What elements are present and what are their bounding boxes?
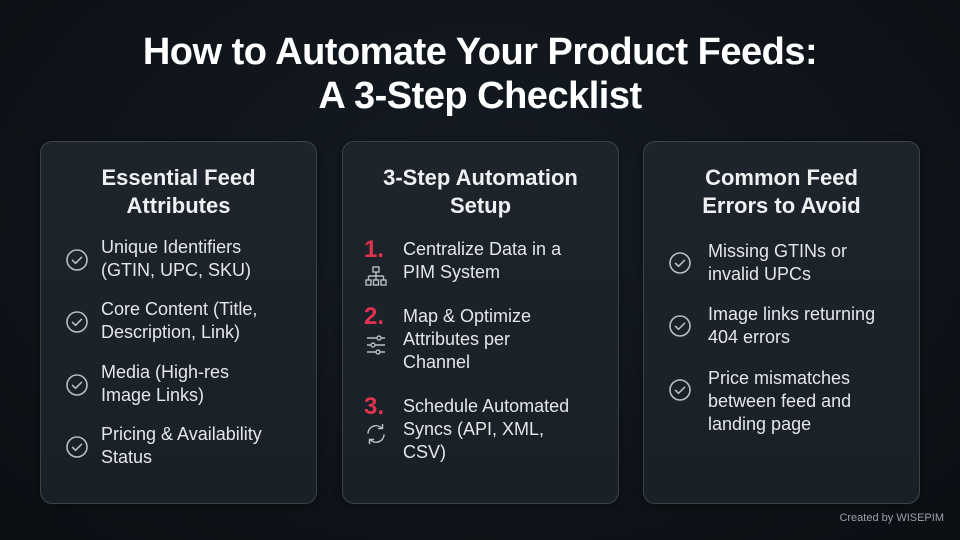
check-circle-icon: [65, 248, 89, 272]
list-item-text: Media (High-res Image Links): [101, 361, 306, 407]
card-automation-setup: 3-Step Automation Setup 1. Centralize Da…: [342, 141, 619, 504]
card-title: Essential Feed Attributes: [41, 164, 316, 220]
card-title-line: Essential Feed: [101, 165, 256, 190]
text-line: Centralize Data in a: [403, 239, 562, 259]
check-circle-icon: [65, 435, 89, 459]
card-title: 3-Step Automation Setup: [343, 164, 618, 220]
text-line: 404 errors: [708, 327, 791, 347]
text-line: between feed and: [708, 391, 852, 411]
card-essential-feed-attributes: Essential Feed Attributes Unique Identif…: [40, 141, 317, 504]
check-circle-icon: [65, 373, 89, 397]
text-line: Price mismatches: [708, 368, 851, 388]
sliders-icon: [364, 333, 388, 357]
text-line: Missing GTINs or: [708, 241, 848, 261]
hierarchy-icon: [364, 265, 388, 289]
step-number: 1.: [364, 236, 385, 263]
text-line: Map & Optimize: [403, 306, 532, 326]
text-line: Channel: [403, 352, 471, 372]
check-circle-icon: [668, 314, 692, 338]
step-text: Map & Optimize Attributes per Channel: [403, 305, 608, 374]
text-line: Image links returning: [708, 304, 876, 324]
card-title-line: Attributes: [126, 193, 231, 218]
step-text: Schedule Automated Syncs (API, XML, CSV): [403, 395, 608, 464]
list-item-text: Price mismatches between feed and landin…: [708, 367, 909, 436]
cards-container: Essential Feed Attributes Unique Identif…: [40, 141, 920, 504]
card-title-line: Errors to Avoid: [702, 193, 861, 218]
step-number: 2.: [364, 303, 385, 330]
text-line: invalid UPCs: [708, 264, 812, 284]
check-circle-icon: [65, 310, 89, 334]
footer-credit: Created by WISEPIM: [839, 512, 944, 524]
card-title: Common Feed Errors to Avoid: [644, 164, 919, 220]
text-line: Description, Link): [101, 322, 241, 342]
sync-icon: [364, 422, 388, 446]
text-line: CSV): [403, 442, 447, 462]
card-title-line: 3-Step Automation: [383, 165, 578, 190]
list-item-text: Unique Identifiers (GTIN, UPC, SKU): [101, 236, 306, 282]
check-circle-icon: [668, 251, 692, 275]
step-number: 3.: [364, 393, 385, 420]
step-text: Centralize Data in a PIM System: [403, 238, 608, 284]
text-line: Syncs (API, XML,: [403, 419, 545, 439]
text-line: Media (High-res: [101, 362, 230, 382]
text-line: Pricing & Availability: [101, 424, 262, 444]
text-line: Core Content (Title,: [101, 299, 258, 319]
text-line: landing page: [708, 414, 812, 434]
list-item-text: Image links returning 404 errors: [708, 303, 909, 349]
list-item-text: Core Content (Title, Description, Link): [101, 298, 306, 344]
text-line: Schedule Automated: [403, 396, 570, 416]
card-title-line: Setup: [449, 193, 512, 218]
text-line: Image Links): [101, 385, 205, 405]
card-common-feed-errors: Common Feed Errors to Avoid Missing GTIN…: [643, 141, 920, 504]
text-line: Status: [101, 447, 153, 467]
text-line: PIM System: [403, 262, 501, 282]
text-line: Unique Identifiers: [101, 237, 242, 257]
title-line-2: A 3-Step Checklist: [318, 75, 642, 117]
title-line-1: How to Automate Your Product Feeds:: [142, 31, 818, 73]
check-circle-icon: [668, 378, 692, 402]
text-line: (GTIN, UPC, SKU): [101, 260, 252, 280]
page-title: How to Automate Your Product Feeds: A 3-…: [0, 30, 960, 118]
card-title-line: Common Feed: [705, 165, 858, 190]
text-line: Attributes per: [403, 329, 511, 349]
list-item-text: Pricing & Availability Status: [101, 423, 306, 469]
list-item-text: Missing GTINs or invalid UPCs: [708, 240, 909, 286]
